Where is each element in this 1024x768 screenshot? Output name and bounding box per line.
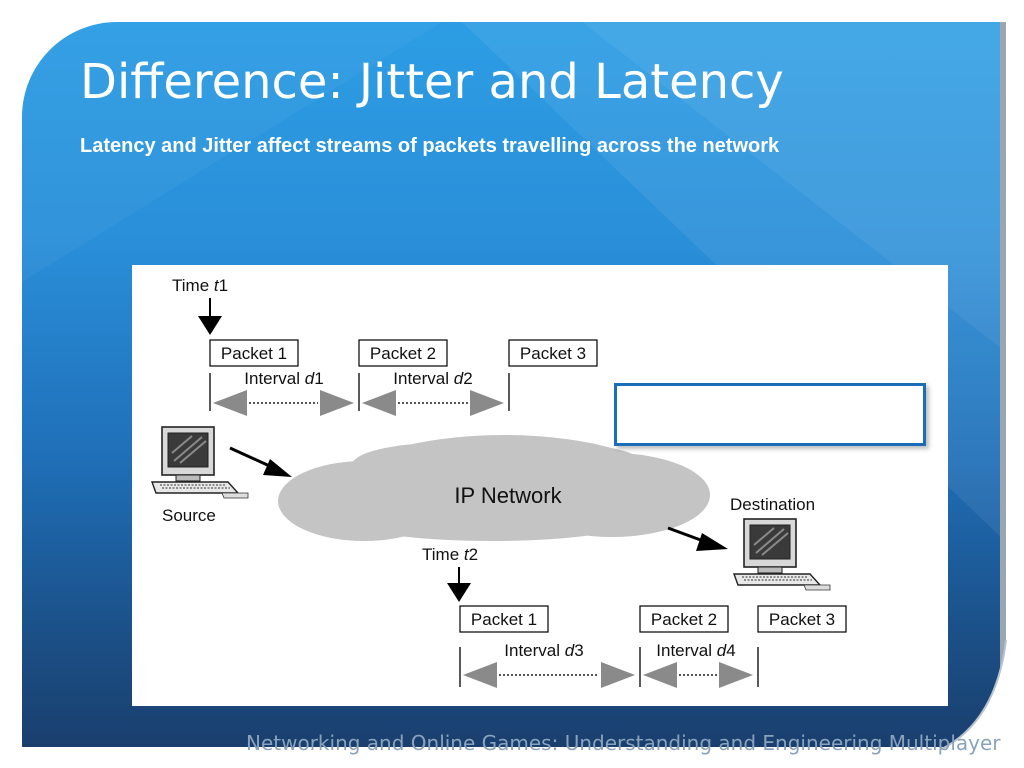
bottom-packet-1-label: Packet 1: [471, 610, 537, 629]
interval-d3-label: Interval d3: [504, 641, 583, 660]
bottom-packet-2-label: Packet 2: [651, 610, 717, 629]
interval-d4-double-arrow-icon: [643, 662, 753, 688]
time-t1-down-arrow-icon: [198, 298, 222, 335]
interval-d2-label: Interval d2: [393, 369, 472, 388]
interval-d1-double-arrow-icon: [213, 390, 354, 416]
footer-text: Networking and Online Games: Understandi…: [246, 731, 1006, 755]
time-t2-label: Time t2: [422, 545, 478, 564]
destination-computer-icon: [733, 518, 831, 591]
diagram-panel: Source Time t1 Packet 1 Packet 2 Packet …: [132, 265, 948, 706]
interval-d2-double-arrow-icon: [362, 390, 504, 416]
interval-d4-label: Interval d4: [656, 641, 735, 660]
destination-label: Destination: [730, 495, 815, 514]
empty-text-box[interactable]: [614, 383, 926, 446]
top-packet-2-label: Packet 2: [370, 344, 436, 363]
ip-network-label: IP Network: [454, 483, 562, 508]
page-curl-decoration: [940, 640, 1010, 750]
source-to-network-arrow-icon: [229, 446, 292, 477]
time-t2-down-arrow-icon: [447, 567, 471, 602]
slide-footer: Networking and Online Games: Understandi…: [246, 728, 1006, 768]
jitter-latency-diagram: Source Time t1 Packet 1 Packet 2 Packet …: [151, 276, 847, 688]
ip-network-cloud: [278, 435, 710, 541]
top-packet-1-label: Packet 1: [221, 344, 287, 363]
top-packet-2-box: [358, 339, 448, 367]
network-to-destination-arrow-icon: [667, 526, 728, 551]
source-label: Source: [162, 506, 216, 525]
top-packet-1-box: [209, 339, 299, 367]
bottom-packet-3-label: Packet 3: [769, 610, 835, 629]
slide-title: Difference: Jitter and Latency: [80, 54, 784, 110]
interval-d3-double-arrow-icon: [463, 662, 635, 688]
time-t1-label: Time t1: [172, 276, 228, 295]
bottom-packet-2-box: [639, 605, 729, 633]
bottom-packet-3-box: [757, 605, 847, 633]
slide-subtitle: Latency and Jitter affect streams of pac…: [80, 135, 780, 157]
interval-d1-label: Interval d1: [244, 369, 323, 388]
source-computer-icon: [151, 426, 249, 499]
bottom-packet-1-box: [459, 605, 549, 633]
slide-edge: [1000, 22, 1006, 722]
top-packet-3-label: Packet 3: [520, 344, 586, 363]
top-packet-3-box: [508, 339, 598, 367]
